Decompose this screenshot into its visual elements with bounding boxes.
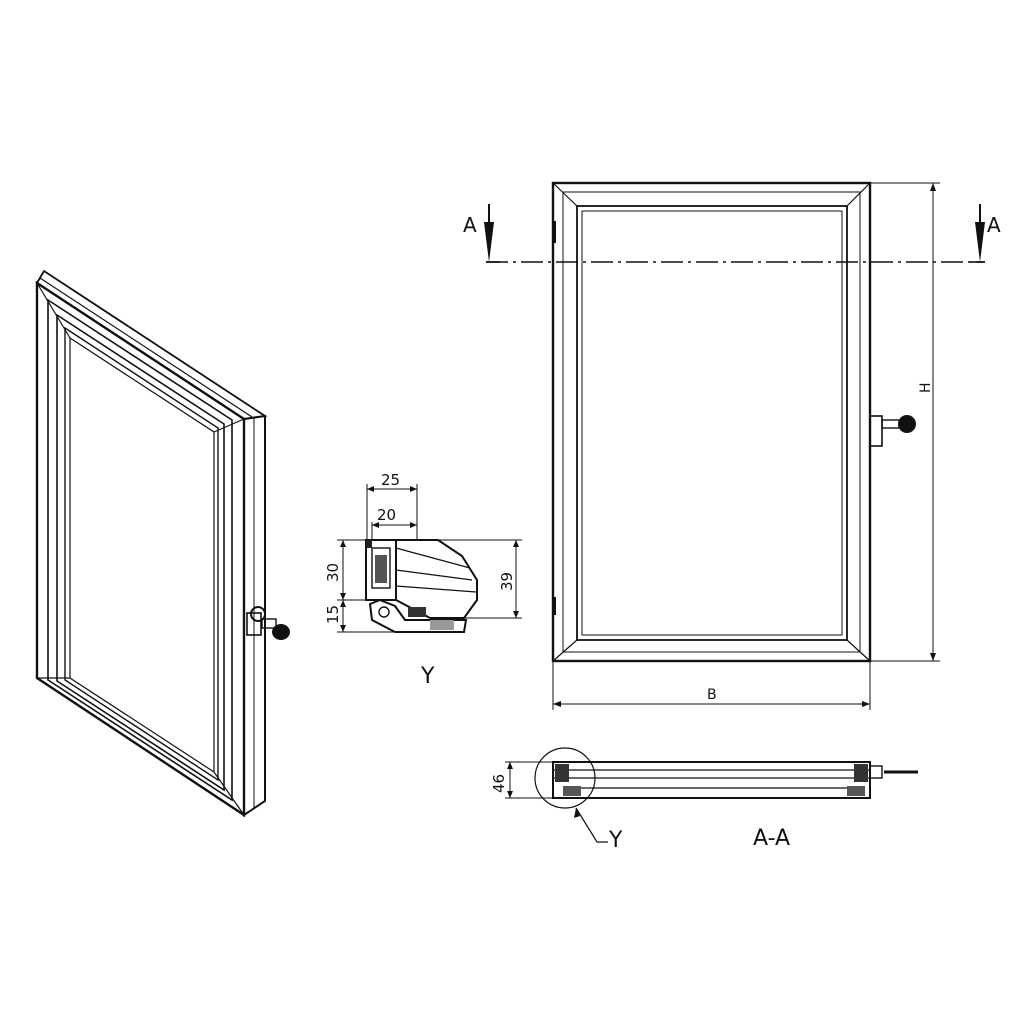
height-label: H (918, 382, 934, 393)
lock-key-icon (869, 415, 916, 447)
lock-key-icon (246, 606, 290, 640)
detail-y-title: Y (420, 664, 435, 689)
dim-15: 15 (324, 605, 342, 624)
dim-20: 20 (377, 506, 396, 524)
front-view (484, 181, 985, 710)
section-arrow-right-icon (975, 204, 985, 262)
dim-30: 30 (324, 563, 342, 582)
width-label: B (707, 687, 717, 703)
section-arrow-left-icon (484, 204, 494, 262)
section-mark-left: A (463, 213, 477, 237)
isometric-frame-view (35, 269, 290, 818)
dim-25: 25 (381, 471, 400, 489)
detail-y-arrows (340, 486, 519, 632)
section-detail-ref: Y (608, 828, 623, 853)
section-title: A-A (753, 826, 790, 851)
depth-label: 46 (490, 774, 508, 793)
section-mark-right: A (987, 213, 1001, 237)
section-aa-view (505, 747, 918, 843)
detail-y-profile (337, 484, 522, 633)
dim-39: 39 (498, 572, 516, 591)
